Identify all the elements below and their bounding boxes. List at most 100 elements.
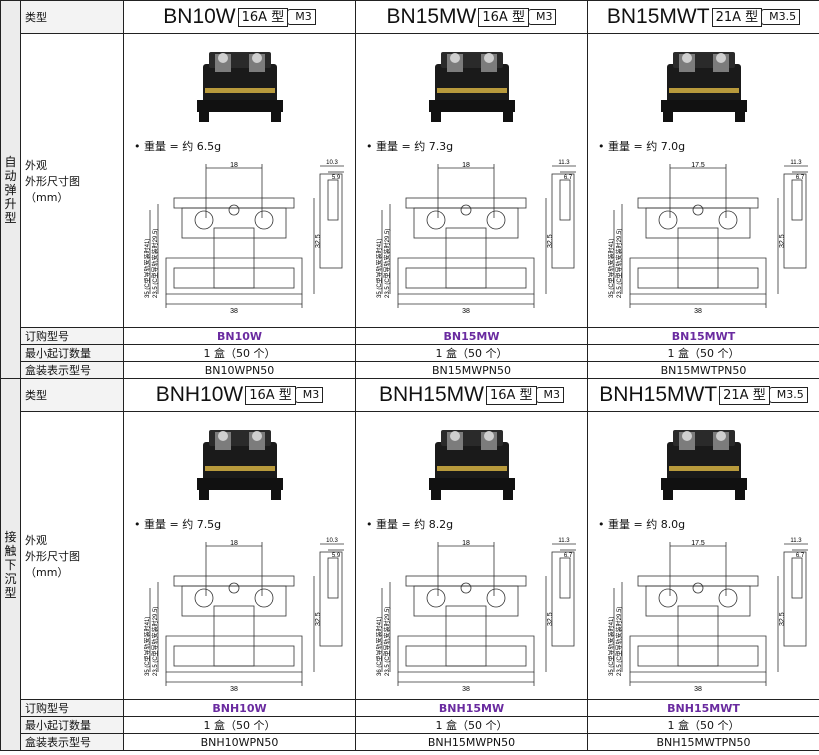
moq-value: 1 盒（50 个） xyxy=(587,344,819,362)
terminal-block-photo xyxy=(428,430,515,500)
side-dimension-1: 11.3 xyxy=(790,160,802,166)
terminal-block-photo xyxy=(196,430,283,500)
product-cell: • 重量 = 约 6.5g 18 38 32.5 35 (C型 xyxy=(123,33,356,328)
weight-text: • 重量 = 约 7.3g xyxy=(366,140,454,153)
front-dimension-drawing: 18 38 32.5 35 (C型导轨安装时41) 23.5 (C型导轨安装时2… xyxy=(376,162,554,315)
type-label: 类型 xyxy=(20,378,124,412)
terminal-block-photo xyxy=(660,430,747,500)
front-dimension-drawing: 17.5 38 32.5 35 (C型导轨安装时41) 23.5 (C型导轨安装… xyxy=(608,540,786,693)
screw-size-badge: M3 xyxy=(535,387,565,403)
dimension-rail-height-2: 23.5 (C型导轨安装时29.5) xyxy=(151,229,159,298)
rating-box: 21A 型 xyxy=(719,385,770,405)
rating-box: 16A 型 xyxy=(237,7,289,27)
side-dimension-2: 6.7 xyxy=(796,175,805,181)
product-cell: • 重量 = 约 7.3g 18 38 32.5 35 (C型 xyxy=(355,33,588,328)
product-name: BNH15MWT xyxy=(599,383,718,406)
front-dimension-drawing: 18 38 32.5 36 (C型导轨安装时41) 23.5 (C型导轨安装时2… xyxy=(376,540,554,693)
product-cell: • 重量 = 约 8.2g 18 38 32.5 36 (C型 xyxy=(355,411,588,700)
dimension-height: 32.5 xyxy=(315,234,322,248)
appearance-label: 外观外形尺寸图（mm） xyxy=(20,33,124,328)
screw-size-badge: M3 xyxy=(294,387,324,403)
dimension-rail-height: 35 (C型导轨安装时41) xyxy=(376,239,383,298)
order-code: BNH15MW xyxy=(355,699,588,717)
order-label: 订购型号 xyxy=(20,327,124,345)
rating-box: 16A 型 xyxy=(485,385,537,405)
dimension-rail-height-2: 23.5 (C型导轨安装时29.5) xyxy=(615,229,623,298)
dimension-width: 18 xyxy=(230,540,238,547)
moq-value: 1 盒（50 个） xyxy=(587,716,819,734)
dimension-height: 32.5 xyxy=(779,234,786,248)
side-dimension-drawing: 11.3 6.7 xyxy=(783,538,808,647)
group-label-auto-spring: 自动弹升型 xyxy=(0,0,21,379)
dimension-rail-height-2: 23.5 (C型导轨安装时29.5) xyxy=(151,607,159,676)
group-label-contact-sink: 接触下沉型 xyxy=(0,378,21,751)
side-dimension-drawing: 10.3 5.9 xyxy=(319,160,344,269)
side-dimension-2: 5.9 xyxy=(332,553,341,559)
screw-size-badge: M3.5 xyxy=(761,9,801,25)
product-cell: • 重量 = 约 8.0g 17.5 38 32.5 35 ( xyxy=(587,411,819,700)
order-code: BNH15MWT xyxy=(587,699,819,717)
order-label: 订购型号 xyxy=(20,699,124,717)
product-name: BNH15MW xyxy=(378,383,484,406)
order-code: BN15MW xyxy=(355,327,588,345)
moq-value: 1 盒（50 个） xyxy=(123,716,356,734)
dimension-rail-height-2: 23.5 (C型导轨安装时29.5) xyxy=(383,607,391,676)
box-code: BN15MWTPN50 xyxy=(587,361,819,379)
box-code: BNH10WPN50 xyxy=(123,733,356,751)
box-code: BN15MWPN50 xyxy=(355,361,588,379)
side-dimension-drawing: 10.3 5.9 xyxy=(319,538,344,647)
box-code: BNH15MWTPN50 xyxy=(587,733,819,751)
front-dimension-drawing: 18 38 32.5 35 (C型导轨安装时41) 23.5 (C型导轨安装时2… xyxy=(144,540,322,693)
weight-text: • 重量 = 约 7.5g xyxy=(134,518,222,531)
screw-size-badge: M3 xyxy=(287,9,316,25)
order-code: BN10W xyxy=(123,327,356,345)
moq-value: 1 盒（50 个） xyxy=(123,344,356,362)
front-dimension-drawing: 18 38 32.5 35 (C型导轨安装时41) 23.5 (C型导轨安装时2… xyxy=(144,162,322,315)
box-code: BN10WPN50 xyxy=(123,361,356,379)
weight-text: • 重量 = 约 7.0g xyxy=(598,140,686,153)
side-dimension-1: 10.3 xyxy=(326,538,338,544)
dimension-rail-height: 35 (C型导轨安装时41) xyxy=(144,617,151,676)
side-dimension-2: 6.7 xyxy=(564,553,573,559)
product-cell: • 重量 = 约 7.5g 18 38 32.5 35 (C型 xyxy=(123,411,356,700)
front-dimension-drawing: 17.5 38 32.5 35 (C型导轨安装时41) 23.5 (C型导轨安装… xyxy=(608,162,786,315)
dimension-width: 17.5 xyxy=(691,540,705,547)
dimension-total: 38 xyxy=(230,308,238,315)
dimension-width: 18 xyxy=(462,162,470,169)
dimension-total: 38 xyxy=(462,686,470,693)
dimension-rail-height-2: 23.5 (C型导轨安装时29.5) xyxy=(383,229,391,298)
side-dimension-1: 10.3 xyxy=(326,160,338,166)
dimension-rail-height: 35 (C型导轨安装时41) xyxy=(144,239,151,298)
side-dimension-drawing: 11.3 6.7 xyxy=(551,160,576,269)
dimension-total: 38 xyxy=(462,308,470,315)
dimension-height: 32.5 xyxy=(547,234,554,248)
order-code: BNH10W xyxy=(123,699,356,717)
box-label: 盒装表示型号 xyxy=(20,733,124,751)
side-dimension-2: 5.9 xyxy=(332,175,341,181)
terminal-block-photo xyxy=(660,52,747,122)
type-label: 类型 xyxy=(20,0,124,34)
weight-text: • 重量 = 约 8.0g xyxy=(598,518,686,531)
dimension-rail-height: 35 (C型导轨安装时41) xyxy=(608,239,615,298)
dimension-width: 18 xyxy=(230,162,238,169)
terminal-block-photo xyxy=(428,52,515,122)
dimension-height: 32.5 xyxy=(547,612,554,626)
rating-box: 21A 型 xyxy=(711,7,763,27)
moq-value: 1 盒（50 个） xyxy=(355,716,588,734)
terminal-block-photo xyxy=(196,52,283,122)
dimension-total: 38 xyxy=(694,686,702,693)
screw-size-badge: M3.5 xyxy=(768,387,808,403)
dimension-rail-height: 35 (C型导轨安装时41) xyxy=(608,617,615,676)
product-name: BN15MWT xyxy=(606,5,710,28)
product-name: BNH10W xyxy=(155,383,244,406)
rating-box: 16A 型 xyxy=(478,7,529,27)
screw-size-badge: M3 xyxy=(528,9,557,25)
side-dimension-1: 11.3 xyxy=(558,160,570,166)
dimension-width: 17.5 xyxy=(691,162,705,169)
appearance-label: 外观外形尺寸图（mm） xyxy=(20,411,124,700)
moq-label: 最小起订数量 xyxy=(20,716,124,734)
